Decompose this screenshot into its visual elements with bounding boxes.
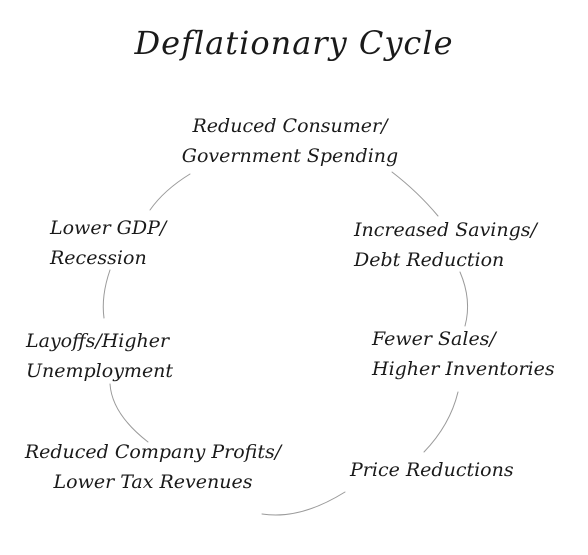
node-line: Fewer Sales/ (372, 328, 496, 350)
connector-price-to-profits (261, 491, 346, 516)
node-lower-gdp: Lower GDP/ Recession (50, 213, 210, 273)
node-line: Lower Tax Revenues (53, 471, 253, 493)
node-line: Reduced Consumer/ (192, 115, 388, 137)
node-line: Lower GDP/ (50, 217, 167, 239)
connector-spending-to-savings (391, 171, 439, 217)
node-line: Government Spending (181, 145, 399, 167)
node-fewer-sales: Fewer Sales/ Higher Inventories (372, 324, 582, 384)
node-price-reductions: Price Reductions (350, 455, 550, 485)
node-line: Price Reductions (350, 459, 514, 481)
node-increased-savings: Increased Savings/ Debt Reduction (354, 215, 574, 275)
node-layoffs: Layoffs/Higher Unemployment (26, 326, 216, 386)
connector-sales-to-price (423, 391, 459, 453)
node-line: Layoffs/Higher (26, 330, 170, 352)
connector-layoffs-to-gdp (102, 269, 111, 319)
connector-profits-to-layoffs (109, 383, 149, 443)
node-line: Increased Savings/ (354, 219, 537, 241)
node-line: Unemployment (26, 360, 174, 382)
node-reduced-spending: Reduced Consumer/ Government Spending (165, 111, 415, 171)
node-line: Higher Inventories (372, 358, 555, 380)
node-line: Recession (50, 247, 147, 269)
connector-savings-to-sales (459, 271, 469, 327)
diagram-title: Deflationary Cycle (134, 24, 454, 62)
node-line: Reduced Company Profits/ (24, 441, 282, 463)
node-reduced-profits: Reduced Company Profits/ Lower Tax Reven… (8, 437, 298, 497)
node-line: Debt Reduction (354, 249, 505, 271)
connector-gdp-to-spending (149, 173, 191, 211)
